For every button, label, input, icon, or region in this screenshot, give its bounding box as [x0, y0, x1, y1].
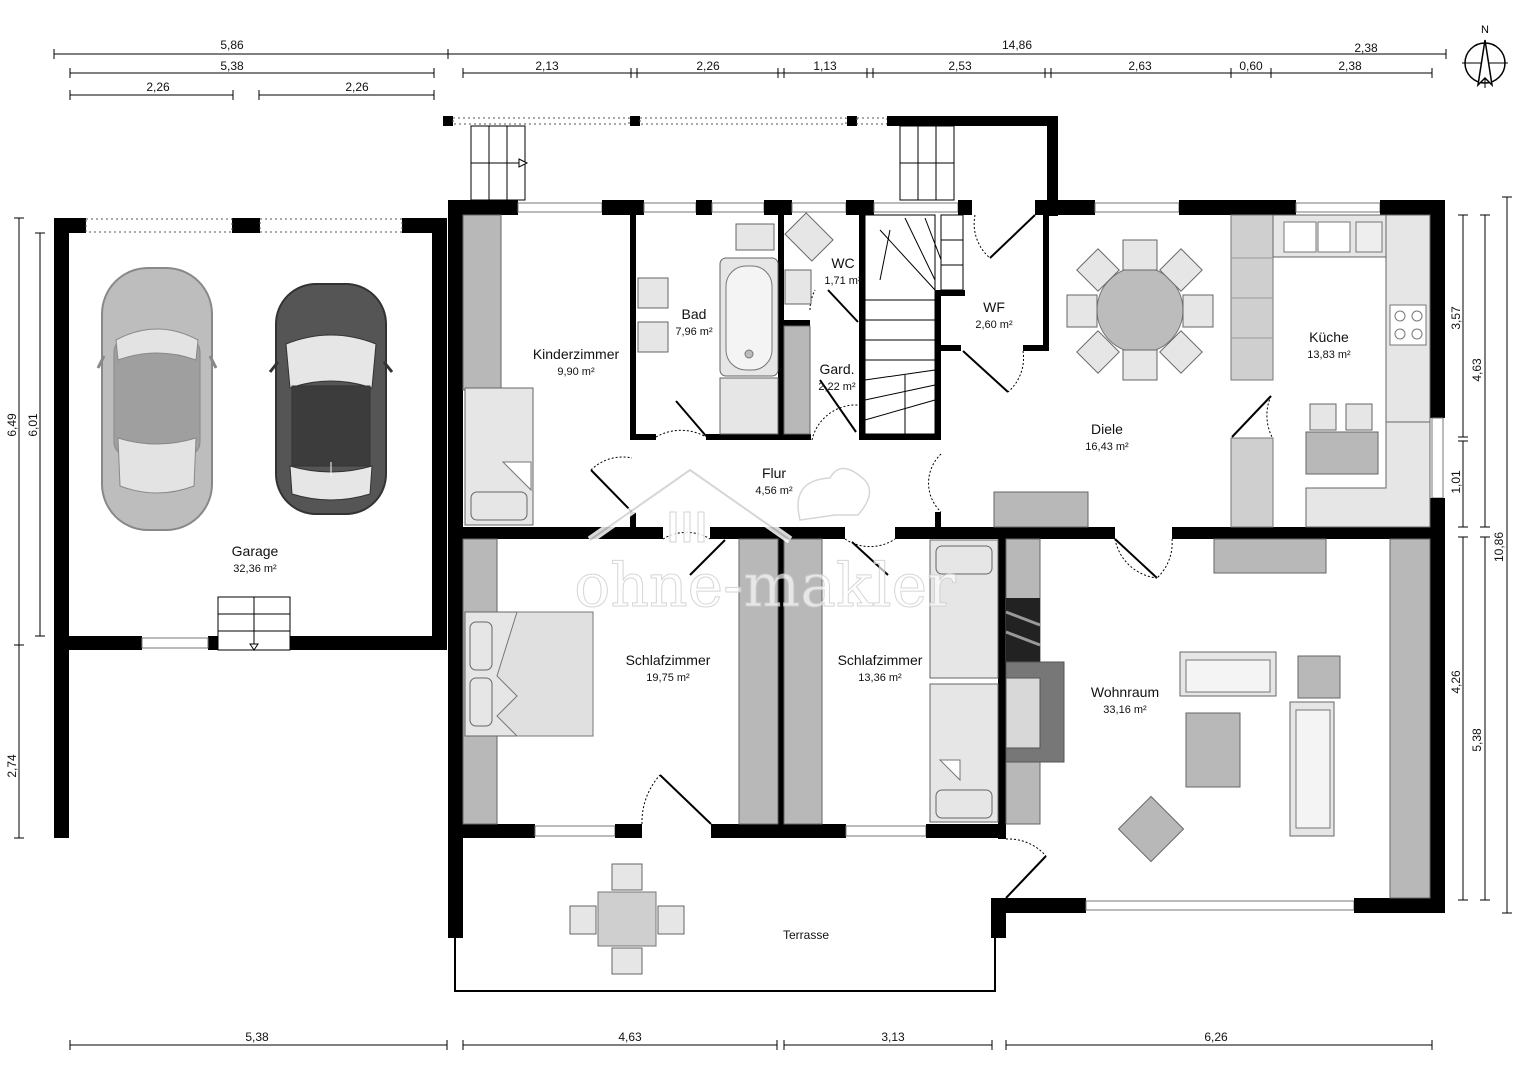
garage-steps: [217, 596, 291, 651]
schlafzimmer1-area: 19,75 m²: [646, 672, 690, 684]
dim-top-bad: 2,26: [696, 59, 720, 73]
wohnraum-area: 33,16 m²: [1103, 704, 1147, 716]
schlafzimmer2-area: 13,36 m²: [858, 672, 902, 684]
dim-top-total-house: 14,86: [1002, 38, 1032, 52]
dim-top-total-garage: 5,86: [220, 38, 244, 52]
dim-top-diele: 2,63: [1128, 59, 1152, 73]
dining-table: [1066, 239, 1214, 381]
garage-label: Garage: [232, 543, 279, 559]
garage-room: Garage 32,36 m²: [54, 218, 447, 838]
dim-top-right: 2,38: [1354, 41, 1378, 55]
dim-right-upper: 4,63: [1470, 358, 1484, 382]
dim-bottom-garage: 5,38: [245, 1030, 269, 1044]
terrace-table: [569, 863, 685, 975]
exterior-top: [443, 116, 1058, 216]
dim-bottom-schlafzimmer2: 3,13: [881, 1030, 905, 1044]
car-light-icon: [96, 267, 218, 531]
dim-top-wc: 1,13: [813, 59, 837, 73]
bad-area: 7,96 m²: [675, 326, 713, 338]
dim-left-inner: 6,01: [26, 413, 40, 437]
dim-left-total: 6,49: [5, 413, 19, 437]
flur-area: 4,56 m²: [755, 485, 793, 497]
interior-staircase: [864, 214, 964, 435]
kinderzimmer-label: Kinderzimmer: [533, 346, 620, 362]
watermark-text: ohne-makler: [574, 551, 956, 621]
dim-right-window: 1,01: [1449, 470, 1463, 494]
flur-label: Flur: [762, 465, 786, 481]
dimension-lines: 5,86 14,86 2,38 5,38 2,13 2,26 1,13 2,53…: [5, 38, 1512, 1050]
dim-top-kinderzimmer: 2,13: [535, 59, 559, 73]
diele-label: Diele: [1091, 421, 1123, 437]
schlafzimmer1-label: Schlafzimmer: [626, 652, 711, 668]
wohnraum-label: Wohnraum: [1091, 684, 1159, 700]
kinderzimmer-area: 9,90 m²: [557, 366, 595, 378]
bad-label: Bad: [682, 306, 707, 322]
wc-label: WC: [831, 255, 854, 271]
entrance-steps-left: [470, 125, 529, 201]
dim-top-kueche: 2,38: [1338, 59, 1362, 73]
wc-area: 1,71 m²: [824, 275, 862, 287]
schlafzimmer2-label: Schlafzimmer: [838, 652, 923, 668]
room-labels: Kinderzimmer 9,90 m² Bad 7,96 m² WC 1,71…: [533, 255, 1351, 942]
doors: [590, 214, 1273, 899]
house-walls: [448, 200, 1445, 992]
diele-area: 16,43 m²: [1085, 441, 1129, 453]
dim-bottom-wohnraum: 6,26: [1204, 1030, 1228, 1044]
dim-top-garage-inner: 5,38: [220, 59, 244, 73]
dim-right-kueche: 3,57: [1449, 306, 1463, 330]
dim-top-garage-door-2: 2,26: [345, 80, 369, 94]
dim-right-lower: 5,38: [1470, 728, 1484, 752]
watermark-logo: ohne-makler: [574, 465, 957, 622]
kueche-label: Küche: [1309, 329, 1349, 345]
wf-label: WF: [983, 299, 1005, 315]
dim-bottom-schlafzimmer1: 4,63: [618, 1030, 642, 1044]
garage-area: 32,36 m²: [233, 563, 277, 575]
furniture: [462, 212, 1431, 975]
entrance-steps-right: [899, 125, 955, 201]
car-dark-icon: [268, 283, 394, 515]
interior-walls: [463, 215, 1430, 839]
wf-area: 2,60 m²: [975, 319, 1013, 331]
dim-right-total: 10,86: [1492, 532, 1506, 562]
dim-right-wohnraum: 4,26: [1449, 670, 1463, 694]
kueche-area: 13,83 m²: [1307, 349, 1351, 361]
compass-label: N: [1481, 24, 1489, 36]
compass-north-icon: N: [1462, 24, 1508, 88]
terrasse-label: Terrasse: [783, 928, 829, 942]
dim-top-garage-door-1: 2,26: [146, 80, 170, 94]
dim-top-stairs: 2,53: [948, 59, 972, 73]
gard-label: Gard.: [819, 361, 854, 377]
dim-left-lower: 2,74: [5, 754, 19, 778]
gard-area: 2,22 m²: [818, 381, 856, 393]
dim-top-gap: 0,60: [1239, 59, 1263, 73]
